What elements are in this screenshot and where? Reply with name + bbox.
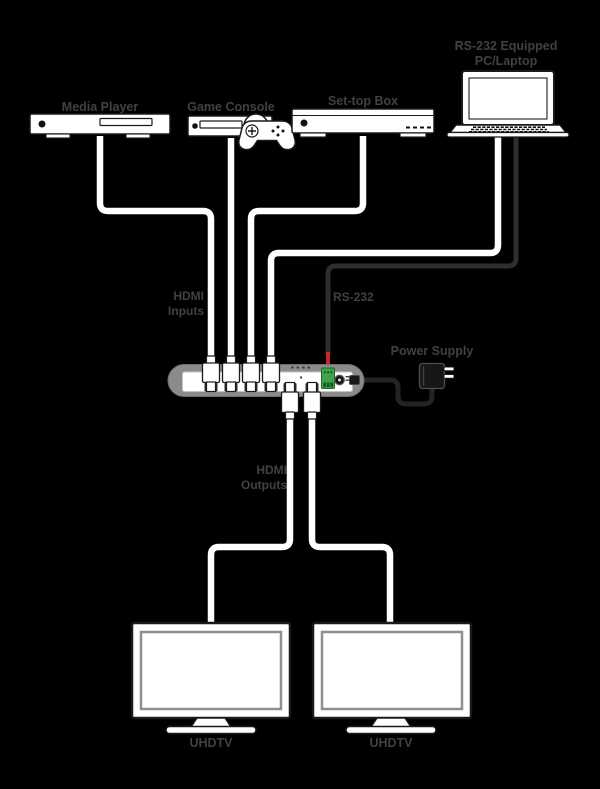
- panel-mark: [307, 366, 311, 369]
- panel-mark: [302, 366, 305, 369]
- set-top-box-vent: [427, 126, 431, 129]
- rs232-label: RS-232: [333, 290, 374, 304]
- gamepad-button: [276, 133, 280, 137]
- hdmi-cable-laptop: [267, 136, 502, 360]
- terminal-hole: [327, 371, 330, 374]
- set-top-box-vent: [420, 126, 424, 129]
- panel-mark: [296, 366, 300, 369]
- dc-label-mark: [345, 379, 351, 381]
- power-cable: [359, 377, 435, 407]
- uhdtv-left-stand: [189, 717, 233, 728]
- game-console-label: Game Console: [187, 100, 275, 114]
- cables: [96, 136, 519, 624]
- hdmi-outputs-label-line2: Outputs: [241, 478, 287, 492]
- dc-power-jack-pin: [338, 378, 341, 382]
- uhdtv-right-screen: [320, 630, 464, 711]
- hdmi-input-plug: [201, 355, 221, 393]
- uhdtv-right-stand: [369, 717, 413, 728]
- media-player-foot: [125, 133, 151, 139]
- hdmi-input-plug: [261, 355, 281, 393]
- hdmi-input-plug: [241, 355, 261, 393]
- laptop-label-line1: RS-232 Equipped: [455, 39, 558, 53]
- power-prong-top: [443, 366, 455, 372]
- terminal-hole: [330, 371, 333, 374]
- gamepad-button: [281, 129, 285, 133]
- power-supply: Power Supply: [359, 344, 474, 407]
- power-prong-bottom: [443, 374, 455, 379]
- hdmi-outputs-label-line1: HDMI: [256, 463, 287, 477]
- hdmi-output-plug: [302, 381, 322, 420]
- hdmi-input-plugs: [201, 355, 281, 393]
- terminal-pin: [327, 382, 330, 388]
- terminal-pin: [323, 382, 326, 388]
- laptop-label-line2: PC/Laptop: [475, 54, 538, 68]
- hdmi-inputs-label-line2: Inputs: [168, 304, 204, 318]
- pc-laptop: RS-232 Equipped PC/Laptop: [446, 39, 570, 138]
- set-top-box-foot: [299, 132, 327, 138]
- hdmi-cable-set-top-box: [247, 136, 367, 360]
- dc-plug-barrel: [349, 375, 360, 385]
- set-top-box-label: Set-top Box: [328, 94, 398, 108]
- media-player: Media Player: [29, 100, 171, 139]
- gamepad-dpad-cross: [248, 127, 256, 135]
- laptop-screen: [468, 77, 548, 120]
- uhdtv-right: UHDTV: [311, 621, 473, 750]
- terminal-pin: [330, 382, 333, 388]
- hdmi-cable-media-player: [96, 136, 215, 360]
- hdmi-output-cable-right: [308, 414, 394, 624]
- gamepad-button: [276, 125, 280, 129]
- set-top-box: Set-top Box: [291, 94, 435, 138]
- set-top-box-vent: [413, 126, 417, 129]
- set-top-box-icon: [291, 108, 435, 134]
- media-player-power-led: [38, 120, 46, 128]
- power-supply-label: Power Supply: [391, 344, 474, 358]
- game-console-slot: [199, 120, 243, 129]
- uhdtv-left-screen: [139, 630, 283, 711]
- uhdtv-right-base: [345, 725, 437, 735]
- terminal-hole: [323, 371, 326, 374]
- hdmi-output-plugs: [280, 381, 322, 420]
- uhdtv-left-base: [165, 725, 257, 735]
- hdmi-input-plug: [221, 355, 241, 393]
- rs232-wire-red-tip: [326, 352, 330, 369]
- dc-label-mark: [345, 376, 351, 378]
- set-top-box-vent: [406, 126, 410, 129]
- uhdtv-left: UHDTV: [130, 621, 292, 750]
- game-console: Game Console: [187, 100, 296, 151]
- gamepad-button: [271, 129, 275, 133]
- zone-labels: HDMI Inputs RS-232 HDMI Outputs: [168, 289, 374, 492]
- hdmi-inputs-label-line1: HDMI: [173, 289, 204, 303]
- panel-screw: [299, 376, 303, 379]
- media-player-label: Media Player: [62, 100, 139, 114]
- laptop-base: [446, 131, 570, 138]
- rs232-cable: [325, 136, 519, 356]
- hdmi-output-cable-left: [207, 414, 294, 624]
- media-player-disc-tray: [99, 117, 153, 127]
- game-console-power-led: [192, 123, 198, 129]
- media-player-foot: [45, 133, 71, 139]
- hdmi-output-plug: [280, 381, 300, 420]
- panel-mark: [291, 366, 294, 369]
- uhdtv-right-label: UHDTV: [369, 736, 413, 750]
- uhdtv-left-label: UHDTV: [189, 736, 233, 750]
- set-top-box-power-led: [300, 119, 308, 127]
- set-top-box-foot: [399, 132, 427, 138]
